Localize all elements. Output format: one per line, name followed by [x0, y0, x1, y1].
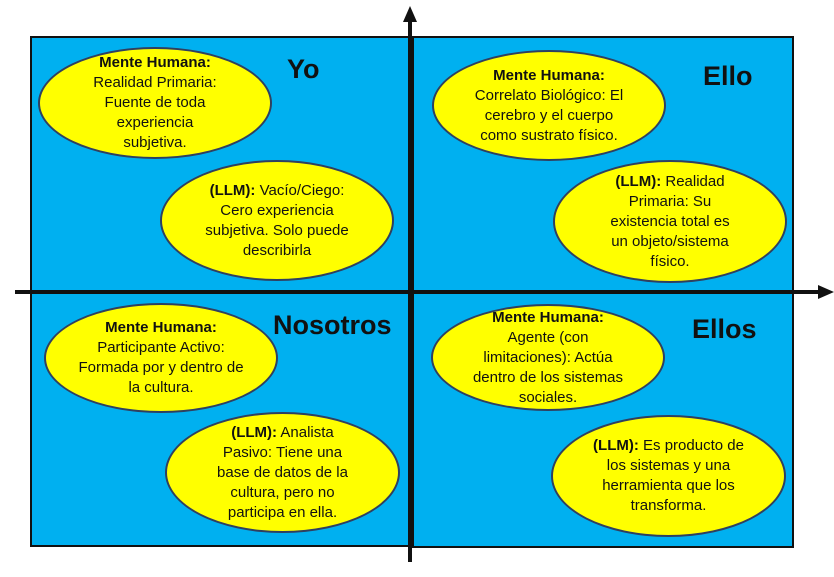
- arrow-up-icon: [403, 6, 417, 22]
- quadrant-title-ello: Ello: [703, 61, 753, 91]
- quadrant-title-ellos: Ellos: [692, 314, 757, 344]
- label: Mente Humana:: [492, 308, 604, 326]
- text: Vacío/Ciego: Cero experiencia subjetiva.…: [205, 181, 349, 259]
- ellipse-ellos-human: Mente Humana: Agente (con limitaciones): …: [431, 304, 665, 411]
- quadrant-title-yo: Yo: [287, 54, 320, 84]
- text: Analista Pasivo: Tiene una base de datos…: [217, 423, 348, 521]
- text: Correlato Biológico: El cerebro y el cue…: [474, 86, 624, 144]
- label: (LLM):: [615, 172, 662, 190]
- ellipse-nosotros-human: Mente Humana: Participante Activo: Formad…: [44, 303, 278, 413]
- text: Agente (con limitaciones): Actúa dentro …: [472, 328, 624, 406]
- text: Realidad Primaria: Fuente de toda experi…: [93, 74, 217, 151]
- label: (LLM):: [593, 437, 639, 454]
- quadrant-title-nosotros: Nosotros: [273, 310, 392, 340]
- ellipse-nosotros-llm: (LLM): Analista Pasivo: Tiene una base d…: [165, 412, 400, 533]
- label: (LLM):: [209, 181, 256, 199]
- label: (LLM):: [231, 423, 278, 441]
- ellipse-ellos-llm: (LLM): Es producto de los sistemas y una…: [551, 415, 786, 537]
- text: Realidad Primaria: Su existencia total e…: [610, 172, 730, 270]
- label: Mente Humana:: [493, 66, 605, 84]
- ellipse-ello-llm: (LLM): Realidad Primaria: Su existencia …: [553, 160, 787, 283]
- text: Participante Activo: Formada por y dentr…: [78, 339, 244, 396]
- ellipse-ello-human: Mente Humana: Correlato Biológico: El cer…: [432, 50, 666, 161]
- arrow-right-icon: [818, 285, 834, 299]
- ellipse-yo-llm: (LLM): Vacío/Ciego: Cero experiencia sub…: [160, 160, 394, 281]
- label: Mente Humana:: [99, 54, 211, 71]
- text: Es producto de los sistemas y una herram…: [602, 437, 744, 514]
- label: Mente Humana:: [105, 319, 217, 336]
- ellipse-yo-human: Mente Humana: Realidad Primaria: Fuente d…: [38, 47, 272, 159]
